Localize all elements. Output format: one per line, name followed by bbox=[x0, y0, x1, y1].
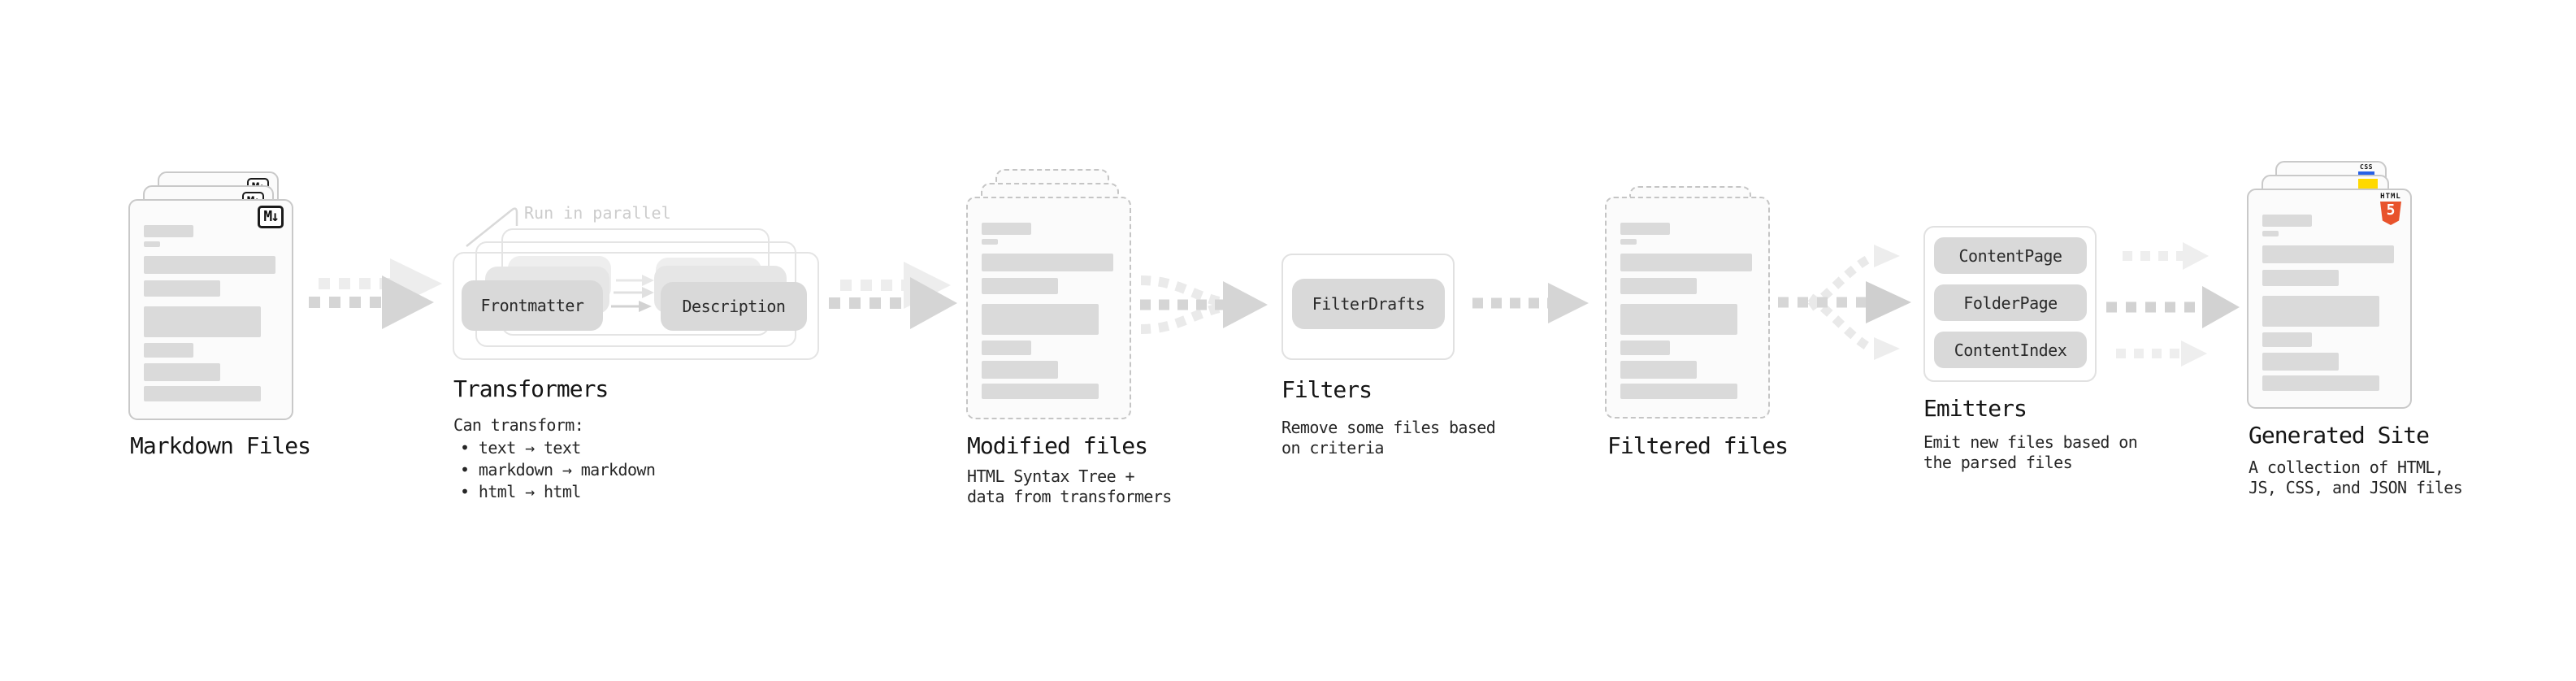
emitters-label: Emitters bbox=[1923, 395, 2027, 422]
filtered-files-label: Filtered files bbox=[1607, 432, 1789, 459]
js-icon bbox=[2358, 179, 2378, 189]
transformers-bullet: • html → html bbox=[460, 482, 581, 501]
arrow-markdown-to-transformers bbox=[309, 258, 442, 329]
modified-files-desc: HTML Syntax Tree + bbox=[967, 466, 1135, 486]
markdown-file-front: M↓ bbox=[128, 199, 293, 420]
arrow-filtered-to-emitters-fanout bbox=[1778, 245, 1911, 360]
generated-html-file: HTML 5 bbox=[2247, 189, 2412, 409]
markdown-icon: M↓ bbox=[258, 206, 284, 228]
document-skeleton-lines bbox=[2262, 190, 2396, 391]
run-in-parallel-annotation: Run in parallel bbox=[524, 203, 671, 223]
transformers-intro: Can transform: bbox=[453, 415, 584, 435]
modified-files-label: Modified files bbox=[967, 432, 1148, 459]
emitters-desc: Emit new files based on bbox=[1923, 432, 2138, 452]
arrow-filters-to-filtered bbox=[1472, 283, 1589, 323]
frontmatter-pill: Frontmatter bbox=[462, 280, 603, 331]
filters-desc: on criteria bbox=[1281, 438, 1384, 458]
document-skeleton-lines bbox=[1620, 198, 1754, 399]
filters-desc: Remove some files based bbox=[1281, 418, 1496, 437]
generated-site-desc: JS, CSS, and JSON files bbox=[2249, 478, 2463, 497]
transformer-layer-front bbox=[453, 252, 819, 360]
arrow-transformers-to-modified bbox=[829, 262, 957, 329]
css-icon: CSS bbox=[2357, 164, 2375, 175]
contentindex-pill: ContentIndex bbox=[1934, 332, 2087, 368]
filtered-file-front bbox=[1605, 197, 1770, 419]
modified-file-front bbox=[966, 197, 1131, 419]
description-pill: Description bbox=[661, 282, 807, 331]
contentpage-pill: ContentPage bbox=[1934, 237, 2087, 274]
folderpage-pill: FolderPage bbox=[1934, 284, 2087, 321]
document-skeleton-lines bbox=[144, 201, 278, 401]
generated-site-desc: A collection of HTML, bbox=[2249, 458, 2444, 477]
transformers-bullet: • text → text bbox=[460, 438, 581, 458]
document-skeleton-lines bbox=[982, 198, 1116, 399]
filters-label: Filters bbox=[1281, 376, 1373, 403]
filterdrafts-pill: FilterDrafts bbox=[1292, 279, 1445, 329]
modified-files-desc: data from transformers bbox=[967, 487, 1172, 506]
emitters-desc: the parsed files bbox=[1923, 453, 2073, 472]
transformers-label: Transformers bbox=[453, 375, 609, 402]
generated-site-label: Generated Site bbox=[2249, 422, 2430, 449]
arrow-modified-to-filters-merge bbox=[1140, 275, 1268, 334]
html5-icon: HTML 5 bbox=[2379, 193, 2402, 225]
transformers-bullet: • markdown → markdown bbox=[460, 460, 656, 479]
arrow-emitters-to-generated bbox=[2106, 242, 2240, 367]
markdown-files-label: Markdown Files bbox=[130, 432, 311, 459]
